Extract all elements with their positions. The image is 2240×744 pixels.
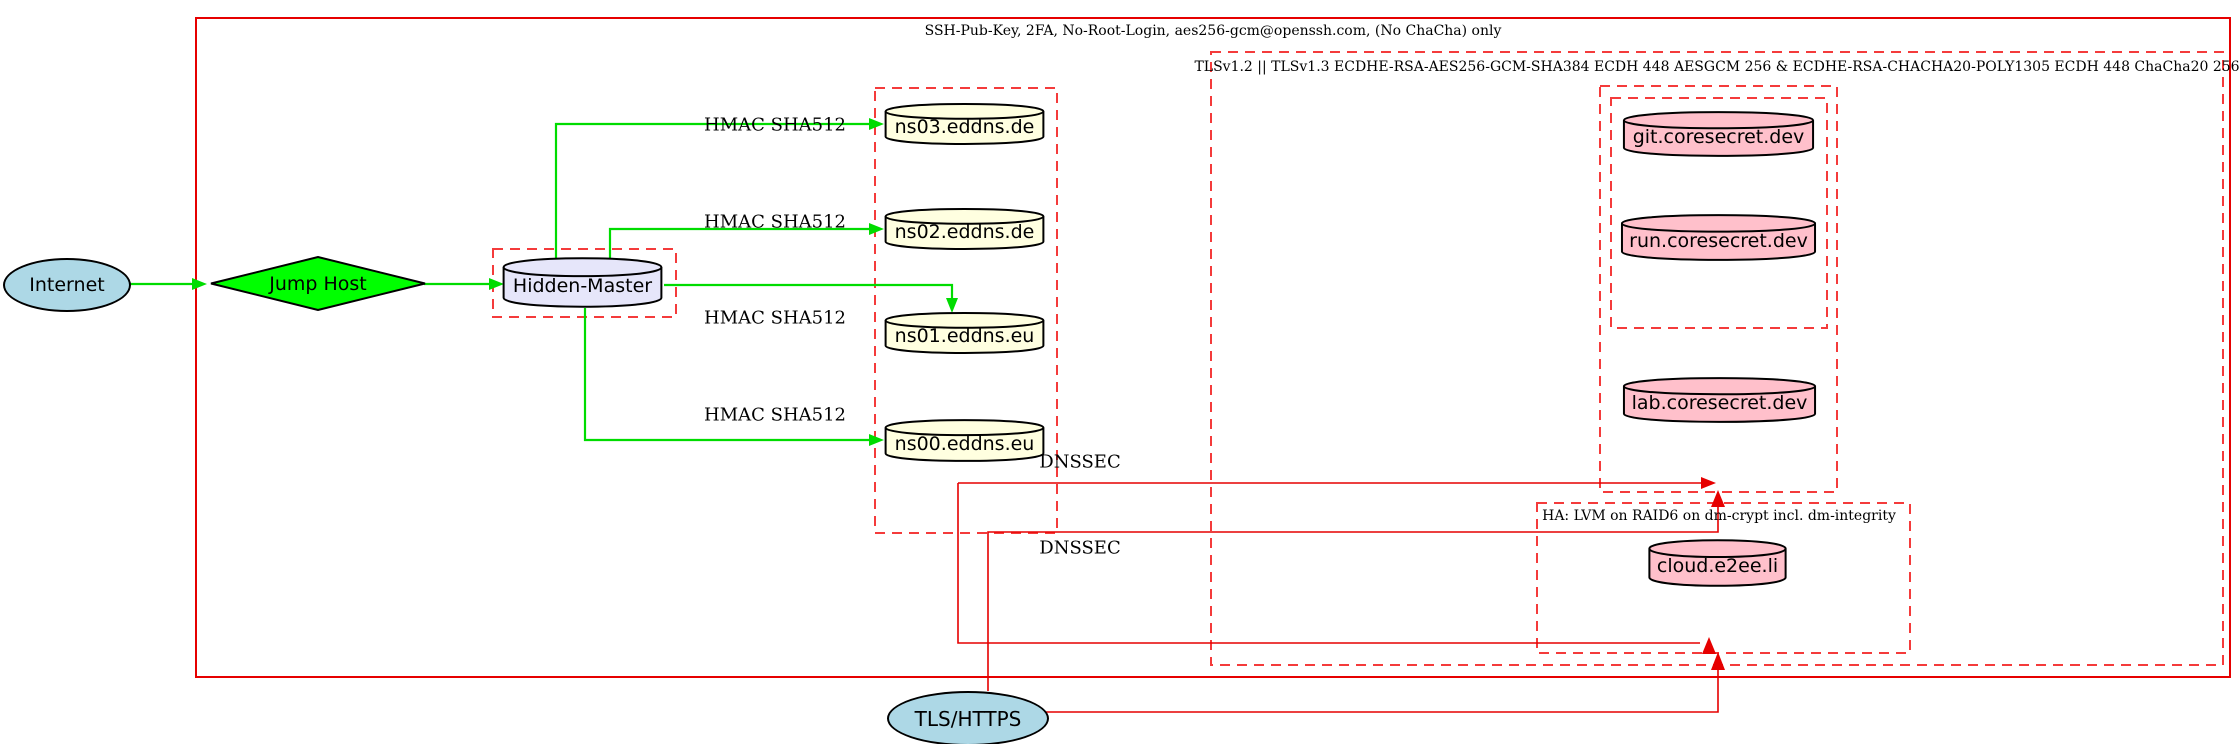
node-ns01: ns01.eddns.eu [884, 312, 1045, 354]
node-label: ns00.eddns.eu [894, 432, 1035, 455]
cluster-ha-box [1536, 502, 1911, 654]
arrowhead [869, 434, 884, 446]
node-label: TLS/HTTPS [914, 706, 1022, 731]
diamond-shape [210, 255, 426, 312]
arrowhead [1701, 477, 1716, 489]
edge-hm-ns01 [664, 283, 954, 298]
node-label: lab.coresecret.dev [1631, 392, 1808, 415]
edge-label-hmac-4: HMAC SHA512 [703, 404, 847, 426]
node-ns03: ns03.eddns.de [884, 103, 1045, 145]
edge-label-hmac-1: HMAC SHA512 [703, 114, 847, 136]
edge-label-hmac-2: HMAC SHA512 [703, 211, 847, 233]
node-label: Jump Host [269, 272, 367, 295]
node-ns00: ns00.eddns.eu [884, 419, 1045, 462]
edge-tlshttps-ha [1046, 669, 1719, 713]
cluster-tls-label: TLSv1.2 || TLSv1.3 ECDHE-RSA-AES256-GCM-… [1194, 59, 2240, 75]
node-label: run.coresecret.dev [1629, 229, 1808, 252]
node-git: git.coresecret.dev [1622, 111, 1815, 157]
cluster-ha-label: HA: LVM on RAID6 on dm-crypt incl. dm-in… [1542, 508, 1896, 524]
edge-label-hmac-3: HMAC SHA512 [703, 307, 847, 329]
node-tls-https: TLS/HTTPS [887, 691, 1049, 744]
edge-hm-ns02 [608, 227, 869, 258]
arrowhead [1711, 490, 1725, 507]
node-label: Internet [29, 274, 105, 296]
node-run: run.coresecret.dev [1620, 214, 1817, 261]
edge-tlshttps-coresecret [987, 506, 1719, 691]
arrowhead [869, 223, 884, 235]
node-label: ns02.eddns.de [894, 220, 1035, 243]
node-label: Hidden-Master [512, 275, 653, 298]
edge-label-dnssec-2: DNSSEC [1039, 537, 1121, 559]
cluster-ssh-label: SSH-Pub-Key, 2FA, No-Root-Login, aes256-… [924, 23, 1502, 39]
arrowhead [869, 118, 884, 130]
arrowhead [192, 278, 207, 290]
edge-label-dnssec-1: DNSSEC [1039, 451, 1121, 473]
arrowhead [946, 298, 958, 313]
arrowhead [489, 278, 504, 290]
arrowhead [1711, 652, 1725, 670]
node-label: ns03.eddns.de [894, 115, 1035, 138]
node-ns02: ns02.eddns.de [884, 208, 1045, 250]
cluster-ssh-box [195, 17, 2231, 678]
node-lab: lab.coresecret.dev [1622, 377, 1817, 423]
node-cloud: cloud.e2ee.li [1648, 539, 1787, 587]
node-hidden-master: Hidden-Master [502, 257, 663, 308]
node-internet: Internet [3, 258, 131, 312]
node-jump-host: Jump Host [210, 255, 426, 312]
cluster-gitrun-box [1610, 97, 1828, 329]
node-label: git.coresecret.dev [1632, 126, 1805, 149]
node-label: cloud.e2ee.li [1656, 555, 1779, 578]
edge-dnssec-2 [957, 483, 1700, 644]
arrowhead [1702, 637, 1716, 654]
edge-hm-ns03 [554, 122, 869, 258]
cluster-eddns-box [874, 87, 1058, 534]
edge-hm-ns00 [583, 308, 869, 442]
node-label: ns01.eddns.eu [894, 324, 1035, 347]
